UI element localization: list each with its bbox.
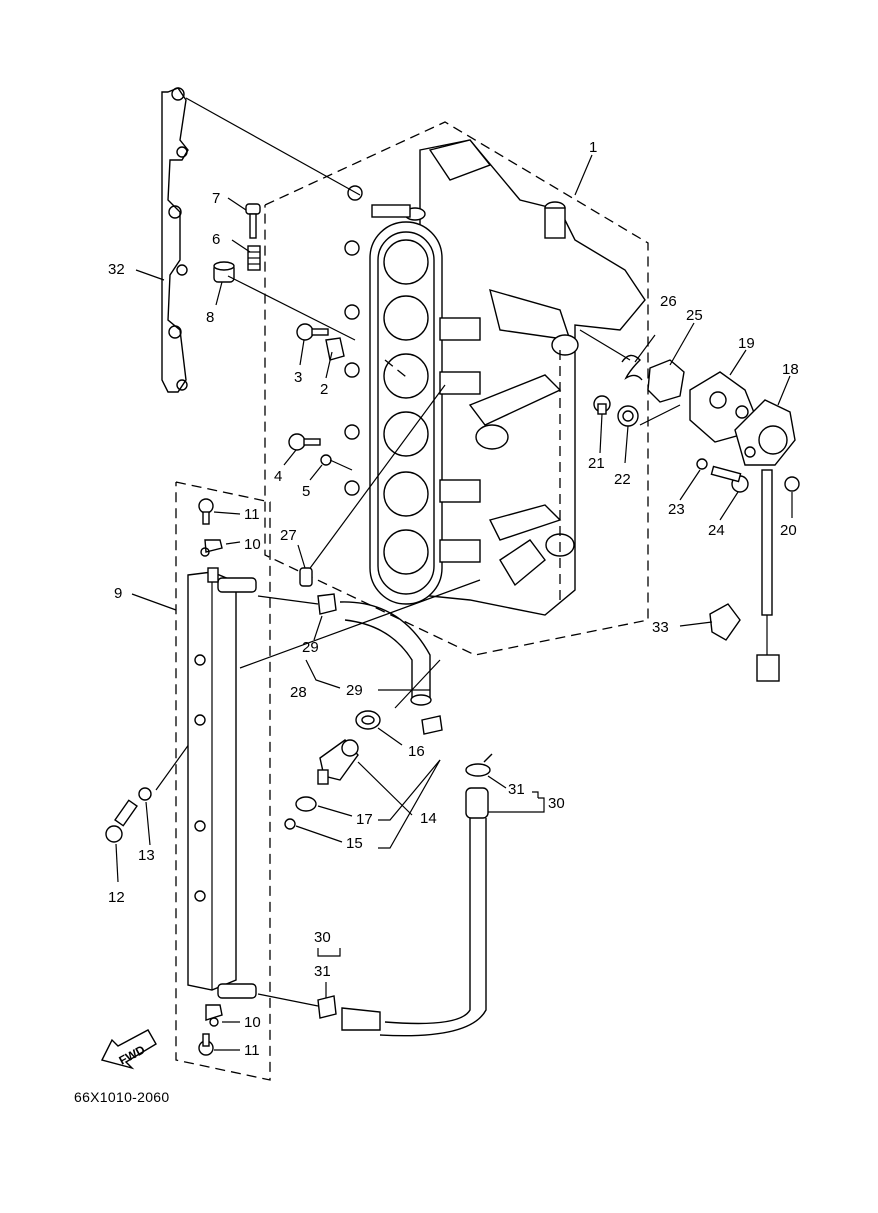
callout-26: 26 [660,293,677,310]
collar-part-8 [213,261,235,283]
injector-part-14 [317,739,359,785]
callout-24: 24 [708,522,725,539]
plunger-part-21 [593,395,611,415]
sender-part-18 [734,399,796,682]
callout-23: 23 [668,501,685,518]
leader-lines [155,97,681,791]
callout-7: 7 [212,190,220,207]
washer-part-13 [138,787,152,801]
clip-part-33 [709,603,741,641]
callout-20: 20 [780,522,797,539]
hose-part-28 [339,601,432,706]
callout-1: 1 [589,139,597,156]
callout-18: 18 [782,361,799,378]
clamp-part-29-a [317,593,337,615]
callout-8: 8 [206,309,214,326]
callout-32: 32 [108,261,125,278]
clamp-part-31-bottom [317,995,337,1019]
callout-6: 6 [212,231,220,248]
callout-leaders [115,154,793,1051]
bolt-part-4 [288,433,321,451]
callout-2: 2 [320,381,328,398]
screw-part-11-bottom [198,1033,214,1056]
callout-27: 27 [280,527,297,544]
block-assembly-outline [264,121,649,656]
callout-15: 15 [346,835,363,852]
callout-29-upper: 29 [302,639,319,656]
callout-9: 9 [114,585,122,602]
clamp-part-31-top [465,753,493,777]
seal-part-17 [295,796,317,812]
oring-part-15 [284,818,296,830]
callout-33: 33 [652,619,669,636]
callout-3: 3 [294,369,302,386]
callout-5: 5 [302,483,310,500]
callout-29-lower: 29 [346,682,363,699]
screw-part-11-top [198,498,214,525]
callout-19: 19 [738,335,755,352]
main-block-part-1 [344,139,646,616]
callout-12: 12 [108,889,125,906]
callout-10-bottom: 10 [244,1014,261,1031]
seal-part-22 [617,405,639,427]
callout-22: 22 [614,471,631,488]
callout-14: 14 [420,810,437,827]
hose-leaders [257,595,319,1007]
seal-part-16 [355,710,381,730]
callout-4: 4 [274,468,282,485]
callout-16: 16 [408,743,425,760]
spring-part-6 [247,245,261,271]
callout-31-bottom: 31 [314,963,331,980]
clip-part-10-top [200,539,223,557]
callout-11-bottom: 11 [244,1042,260,1059]
callout-numbers: 1 2 3 4 5 6 7 8 9 10 10 11 11 12 13 14 1… [108,139,799,1059]
fwd-arrow-icon: FWD [100,1029,157,1070]
bolt-part-20 [784,476,800,492]
clip-part-2 [325,337,345,361]
washer-part-23 [696,458,708,470]
cap-part-25 [647,359,685,403]
callout-11-top: 11 [244,506,260,523]
clamp-part-29-b [421,715,443,735]
pin-part-27 [299,567,313,587]
bolt-part-12 [105,799,138,843]
hose-part-30 [341,787,489,1037]
callout-21: 21 [588,455,605,472]
clip-part-10-bottom [205,1004,223,1027]
bolt-part-3 [296,323,329,341]
rail-assembly-outline [175,481,271,1081]
spring-part-26 [621,354,643,381]
bracket-part-32 [161,87,189,393]
bolt-part-24 [710,465,749,493]
callout-28: 28 [290,684,307,701]
drawing-code: 66X1010-2060 [74,1089,170,1105]
callout-10-top: 10 [244,536,261,553]
callout-30-bottom: 30 [314,929,331,946]
fuel-rail-part-9 [187,567,257,999]
callout-30-right: 30 [548,795,565,812]
callout-31-right: 31 [508,781,525,798]
washer-part-5 [320,454,332,466]
callout-17: 17 [356,811,373,828]
callout-25: 25 [686,307,703,324]
screw-part-7 [245,203,261,239]
callout-13: 13 [138,847,155,864]
